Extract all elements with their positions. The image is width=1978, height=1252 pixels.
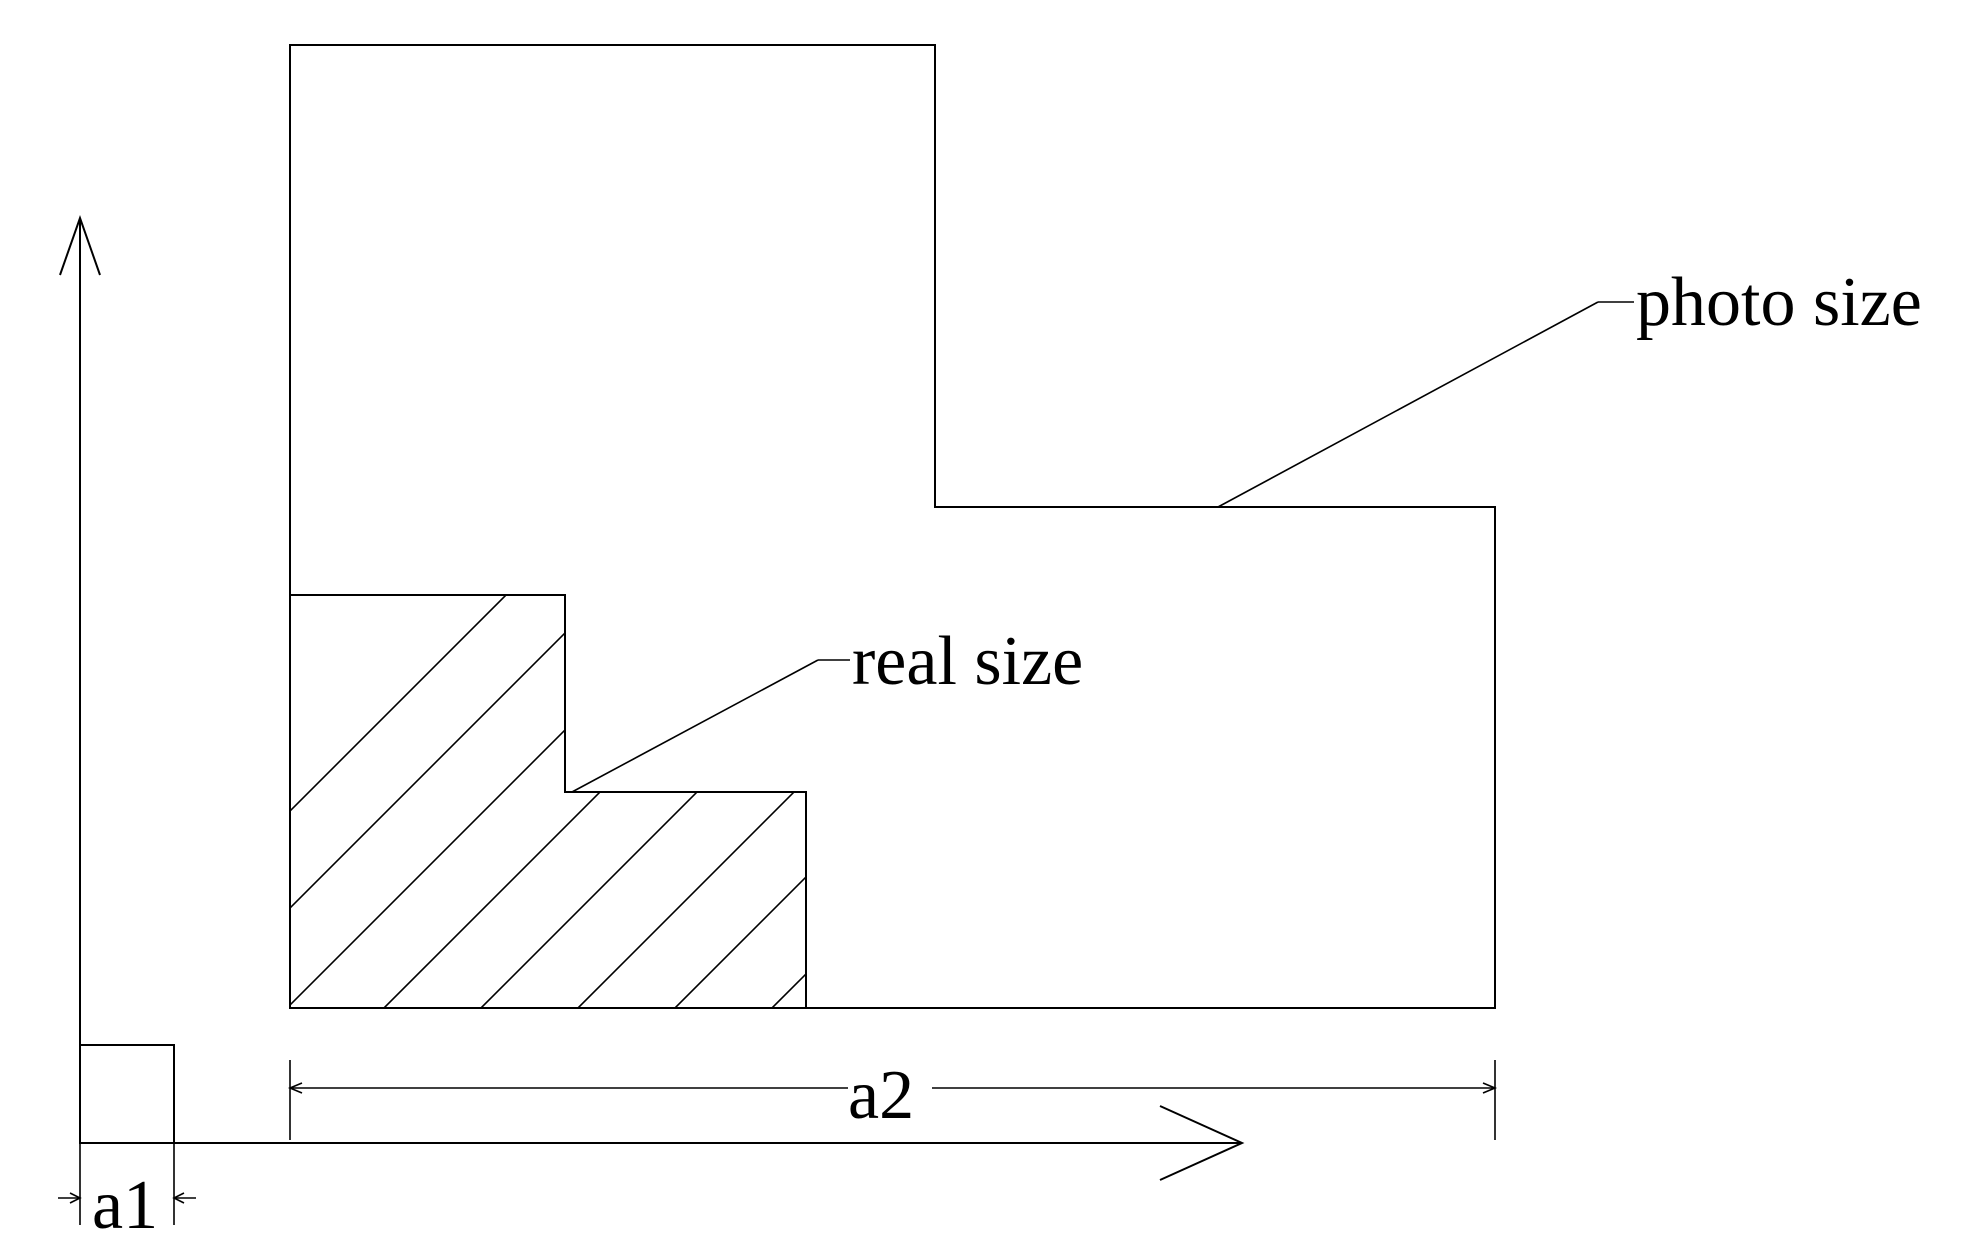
a1-label: a1 bbox=[92, 1167, 158, 1244]
y-axis-arrowhead bbox=[59, 214, 101, 276]
real-size-callout: real size bbox=[571, 623, 1083, 793]
a2-label: a2 bbox=[848, 1057, 914, 1134]
origin-square bbox=[79, 1044, 175, 1144]
a1-arrow-right bbox=[172, 1192, 185, 1204]
x-axis-arrowhead bbox=[1159, 1105, 1245, 1181]
photo-size-label: photo size bbox=[1636, 264, 1922, 341]
real-size-label: real size bbox=[852, 623, 1083, 700]
a1-arrow-left bbox=[69, 1192, 82, 1204]
real-size-leader bbox=[571, 659, 819, 793]
real-size-outline bbox=[289, 594, 807, 1009]
photo-size-callout: photo size bbox=[1217, 264, 1922, 508]
a2-arrow-left bbox=[287, 1082, 303, 1094]
a2-arrow-right bbox=[1482, 1082, 1498, 1094]
dimension-a2: a2 bbox=[287, 1057, 1498, 1140]
axes bbox=[59, 214, 1245, 1181]
photo-size-outline bbox=[289, 44, 1496, 1009]
dimension-a1: a1 bbox=[58, 1143, 196, 1244]
photo-size-leader bbox=[1217, 301, 1599, 508]
